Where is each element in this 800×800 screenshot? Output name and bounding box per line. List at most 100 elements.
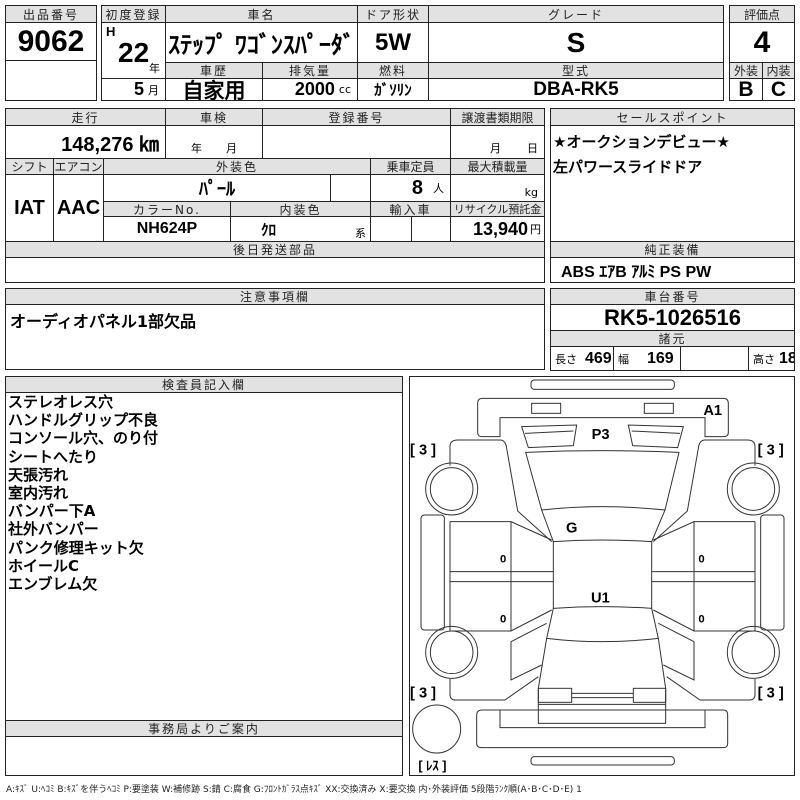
equipment-label: 純正装備 [550, 241, 795, 258]
year: 22 [118, 37, 150, 68]
mileage-label: 走行 [5, 108, 166, 126]
mirror-mark: 0 [500, 613, 506, 625]
aircon: AAC [53, 174, 104, 242]
spare-tire [412, 704, 462, 754]
lot-label: 出品番号 [5, 5, 97, 23]
chassis-number: RK5-1026516 [550, 304, 795, 331]
notes: オーディオパネル1部欠品 [5, 304, 545, 370]
height-value: 181 [779, 349, 794, 367]
first-reg-year: H 22 年 [101, 22, 166, 79]
left-side [420, 439, 554, 701]
height-label: 高さ [753, 352, 775, 366]
rear-bumper [476, 709, 729, 749]
width-label: 幅 [618, 352, 629, 366]
displacement-label: 排気量 [262, 62, 358, 79]
specs-label: 諸元 [550, 330, 795, 347]
history-label: 車歴 [165, 62, 263, 79]
shaken-month-unit: 月 [226, 142, 237, 155]
wheel-front [425, 462, 479, 516]
inspector-line: バンパー下A [8, 502, 96, 521]
sales-point-line: 左パワースライドドア [553, 158, 703, 176]
recycle-value: 13,940 [472, 218, 528, 239]
rear-bar [530, 756, 675, 766]
ext-grade-label: 外装 [729, 62, 763, 79]
mirror-mark: 0 [698, 613, 704, 625]
score-label: 評価点 [729, 5, 795, 23]
front-fender [449, 439, 553, 543]
later-parts-label: 後日発送部品 [5, 241, 545, 258]
month-unit: 月 [148, 83, 159, 97]
transfer-month-unit: 月 [490, 142, 501, 155]
inspector-line: ホイールC [8, 556, 80, 575]
era: H [106, 24, 116, 39]
car-name-label: 車名 [165, 5, 358, 23]
grille-right [627, 424, 684, 449]
inspector-label: 検査員記入欄 [5, 376, 403, 393]
lot-blank [5, 60, 97, 101]
right-side [651, 439, 785, 701]
recycle-unit: 円 [530, 223, 541, 236]
damage-roof: U1 [591, 590, 610, 606]
int-color-value: ｸﾛ [261, 221, 277, 239]
inspector-line: 天張汚れ [8, 465, 69, 484]
tire-front-right: [ 3 ] [758, 442, 784, 458]
mirror-mark: 0 [500, 553, 506, 565]
later-parts [5, 257, 545, 283]
length-label: 長さ [555, 352, 577, 366]
inspector-notes: ステレオレス穴 ハンドルグリップ不良 コンソール穴、のり付 シートへたり 天張汚… [8, 393, 158, 593]
int-grade-label: 内装 [762, 62, 795, 79]
damage-windshield: G [566, 520, 577, 536]
roof [552, 541, 653, 609]
damage-front-glass: P3 [592, 427, 610, 443]
inspector-line: ハンドルグリップ不良 [8, 411, 159, 430]
car-damage-diagram: A1 P3 G U1 [ 3 ] [ 3 ] [ 3 ] [ 3 ] [ ﾚｽ … [410, 379, 785, 773]
tire-rear-left: [ 3 ] [410, 686, 436, 702]
int-color: ｸﾛ 系 [230, 216, 371, 242]
tire-front-left: [ 3 ] [410, 442, 436, 458]
max-load-label: 最大積載量 [450, 158, 545, 175]
color-no-label: カラーNo. [103, 201, 231, 217]
int-color-unit: 系 [355, 227, 366, 240]
car-name: ｽﾃｯﾌﾟ ﾜｺﾞﾝｽﾊﾟｰﾀﾞ [165, 22, 358, 63]
wheel-front-inner [429, 467, 474, 511]
chassis-label: 車台番号 [550, 288, 795, 305]
side-skirt [420, 514, 445, 631]
sales-points: ★オークションデビュー★ 左パワースライドドア [550, 125, 795, 242]
ext-color-label: 外装色 [103, 158, 371, 175]
inspector-line: シートへたり [8, 447, 99, 466]
model-code: DBA-RK5 [428, 78, 724, 101]
damage-front-bumper: A1 [703, 403, 722, 419]
grade-label: グレード [428, 5, 724, 23]
import-b [411, 216, 451, 242]
inspector-line: パンク修理キット欠 [8, 538, 144, 557]
sales-points-label: セールスポイント [550, 108, 795, 126]
spec-length: 長さ 469 [550, 346, 614, 371]
headlight-left [531, 402, 562, 414]
legend: A:ｷｽﾞ U:ﾍｺﾐ B:ｷｽﾞを伴うﾍｺﾐ P:要塗装 W:補修跡 S:錆 … [6, 785, 582, 795]
wheel-rear [425, 625, 479, 679]
doors [449, 521, 554, 632]
import-a [370, 216, 412, 242]
office-label: 事務局よりご案内 [5, 720, 403, 737]
taillight-left [537, 687, 573, 703]
capacity-unit: 人 [433, 182, 444, 195]
inspector-line: 社外バンパー [8, 520, 99, 539]
mileage: 148,276 ㎞ [5, 125, 166, 159]
year-unit: 年 [149, 62, 160, 75]
lot-number: 9062 [5, 22, 97, 61]
max-load: kg [450, 174, 545, 202]
rear-hatch [537, 638, 667, 724]
grille-left [520, 424, 578, 449]
ext-color-extra [330, 174, 371, 202]
door-type: 5W [357, 22, 429, 63]
rear-panel [538, 692, 666, 705]
length-value: 469 [585, 349, 612, 367]
score: 4 [729, 22, 795, 63]
windshield [541, 509, 666, 543]
ext-color: ﾊﾟｰﾙ [103, 174, 331, 202]
width-value: 169 [647, 349, 674, 367]
shift-label: シフト [5, 158, 54, 175]
spare-tire-label: [ ﾚｽ ] [418, 759, 446, 773]
